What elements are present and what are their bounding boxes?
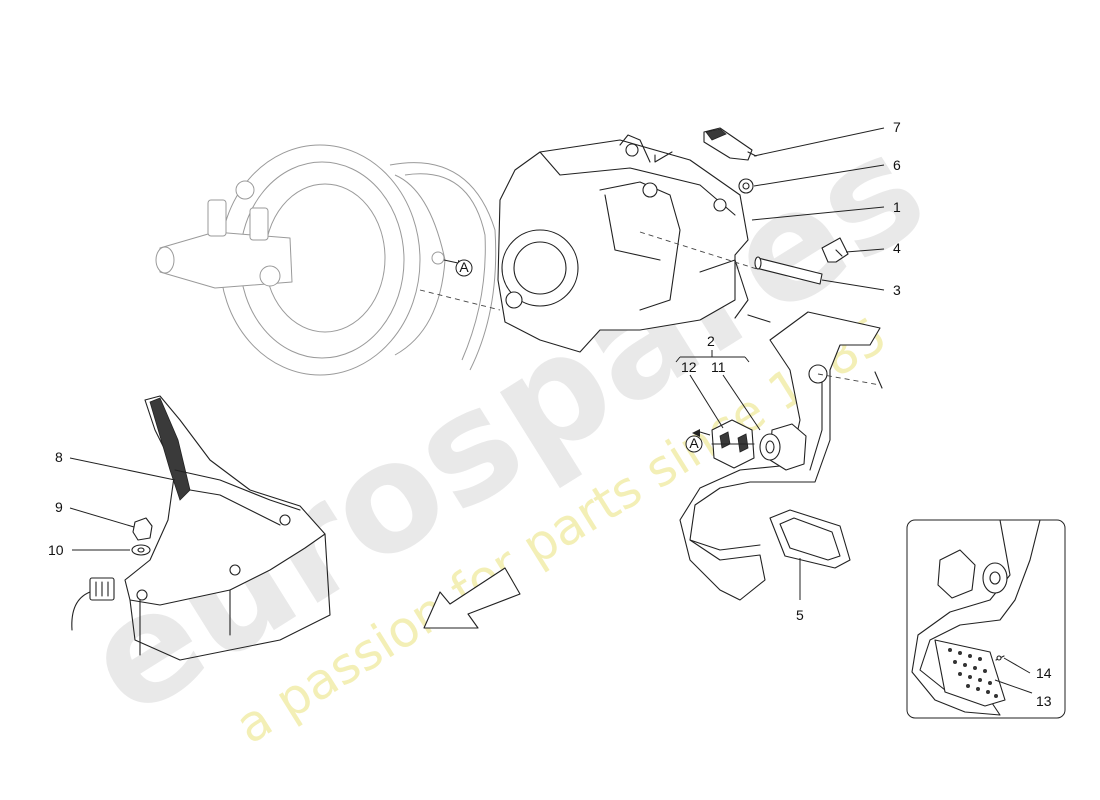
callout-4: 4 [893, 240, 901, 256]
callout-8: 8 [55, 449, 63, 465]
callout-labels: 1 2 3 4 5 6 7 8 9 10 11 12 13 14 [48, 119, 1052, 709]
pedal-box-housing [497, 134, 771, 353]
ref-marker-a-lower [685, 435, 703, 453]
callout-9: 9 [55, 499, 63, 515]
callout-1: 1 [893, 199, 901, 215]
ref-marker-a-upper-label: A [459, 259, 469, 275]
callout-leaders [69, 127, 1033, 694]
callout-5: 5 [796, 607, 804, 623]
pedal-bushing [759, 423, 807, 471]
direction-arrow [423, 567, 521, 629]
callout-13: 13 [1036, 693, 1052, 709]
ref-marker-a-upper [455, 259, 473, 277]
callout-6: 6 [893, 157, 901, 173]
callout-3: 3 [893, 282, 901, 298]
brake-booster: A [155, 144, 501, 376]
callout-7: 7 [893, 119, 901, 135]
pedal-pad [769, 509, 851, 569]
accelerator-pedal-assembly [71, 395, 331, 661]
pedal-bushing-retainer: A [685, 419, 755, 469]
callout-12: 12 [681, 359, 697, 375]
callout-11: 11 [711, 359, 726, 375]
callout-2: 2 [707, 333, 715, 349]
callout-10: 10 [48, 542, 64, 558]
pivot-pin [754, 256, 823, 285]
inset-detail [906, 519, 1066, 719]
brake-light-switch [703, 127, 757, 161]
ref-marker-a-lower-label: A [689, 435, 699, 451]
nut [738, 178, 754, 194]
retaining-clip [821, 237, 849, 263]
callout-14: 14 [1036, 665, 1052, 681]
